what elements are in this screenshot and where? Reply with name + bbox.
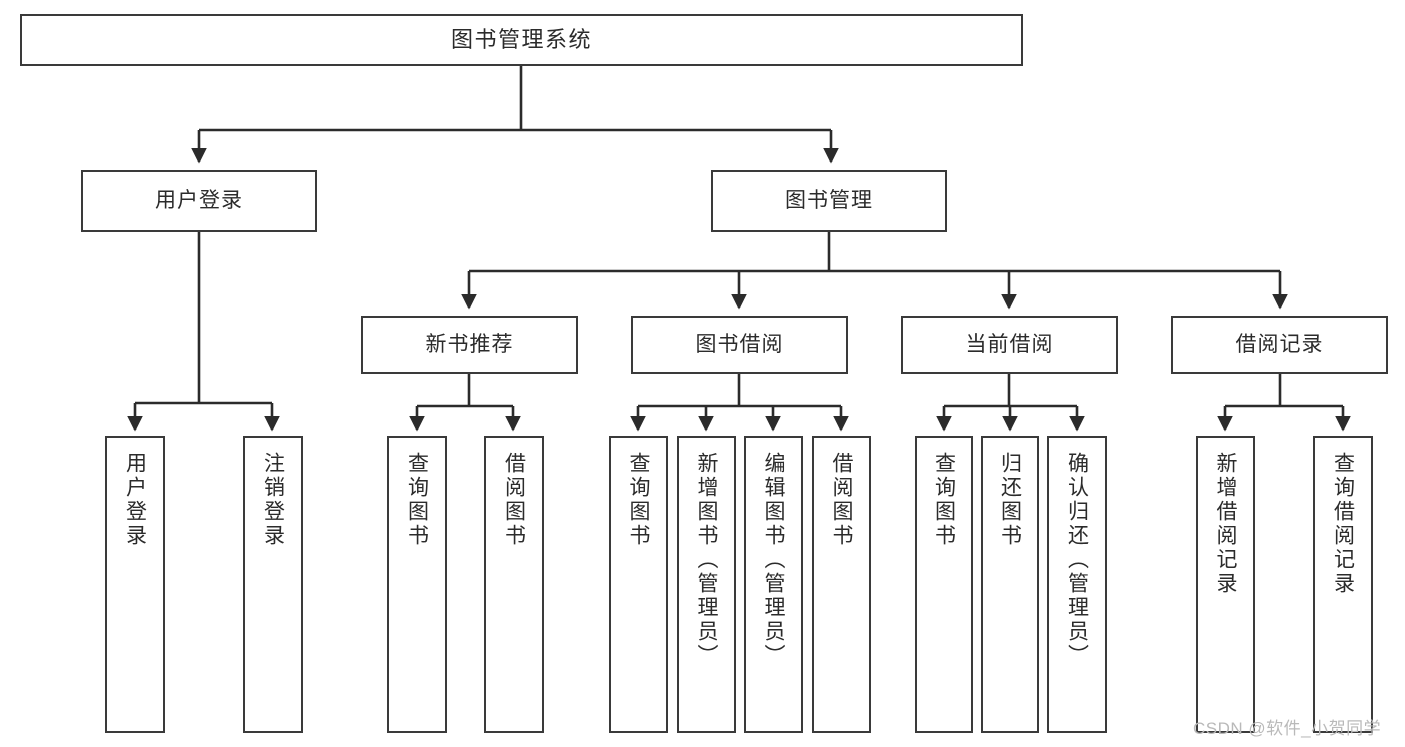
node-label: 图书借阅 [695,333,784,357]
node-book-borrow[interactable]: 图书借阅 [631,316,848,374]
leaf-add-borrow-record[interactable]: 新增借阅记录 [1196,436,1255,733]
node-label: 查询图书 [627,452,650,548]
node-label: 用户登录 [155,189,243,213]
node-label: 借阅图书 [830,452,853,548]
node-label: 图书管理 [785,189,873,213]
leaf-logout-login[interactable]: 注销登录 [243,436,303,733]
node-label: 图书管理系统 [450,26,592,52]
leaf-add-book-admin[interactable]: 新增图书（管理员） [677,436,736,733]
node-label: 借阅图书 [502,452,526,548]
node-label: 查询图书 [405,452,429,548]
leaf-edit-book-admin[interactable]: 编辑图书（管理员） [744,436,803,733]
leaf-borrow-book-recommend[interactable]: 借阅图书 [484,436,544,733]
leaf-query-borrow-record[interactable]: 查询借阅记录 [1313,436,1373,733]
leaf-query-book-recommend[interactable]: 查询图书 [387,436,447,733]
node-label: 新增借阅记录 [1214,452,1237,596]
node-current-borrow[interactable]: 当前借阅 [901,316,1118,374]
node-user-login[interactable]: 用户登录 [81,170,317,232]
leaf-confirm-return-admin[interactable]: 确认归还（管理员） [1047,436,1107,733]
node-label: 确认归还（管理员） [1065,452,1089,668]
csdn-watermark: CSDN @软件_小贺同学 [1193,719,1382,738]
node-borrow-record[interactable]: 借阅记录 [1171,316,1388,374]
node-label: 查询借阅记录 [1331,452,1355,596]
leaf-user-login[interactable]: 用户登录 [105,436,165,733]
node-label: 新书推荐 [425,333,514,357]
node-label: 借阅记录 [1235,333,1324,357]
node-label: 注销登录 [261,452,285,548]
leaf-return-book[interactable]: 归还图书 [981,436,1039,733]
node-root-system[interactable]: 图书管理系统 [20,14,1023,66]
leaf-query-book-borrow[interactable]: 查询图书 [609,436,668,733]
node-label: 编辑图书（管理员） [762,452,785,668]
node-new-book-recommend[interactable]: 新书推荐 [361,316,578,374]
node-label: 当前借阅 [965,333,1054,357]
node-label: 归还图书 [998,452,1022,548]
node-label: 新增图书（管理员） [695,452,718,668]
node-book-management[interactable]: 图书管理 [711,170,947,232]
leaf-query-book-current[interactable]: 查询图书 [915,436,973,733]
node-label: 查询图书 [932,452,956,548]
node-label: 用户登录 [123,452,147,548]
leaf-borrow-book[interactable]: 借阅图书 [812,436,871,733]
